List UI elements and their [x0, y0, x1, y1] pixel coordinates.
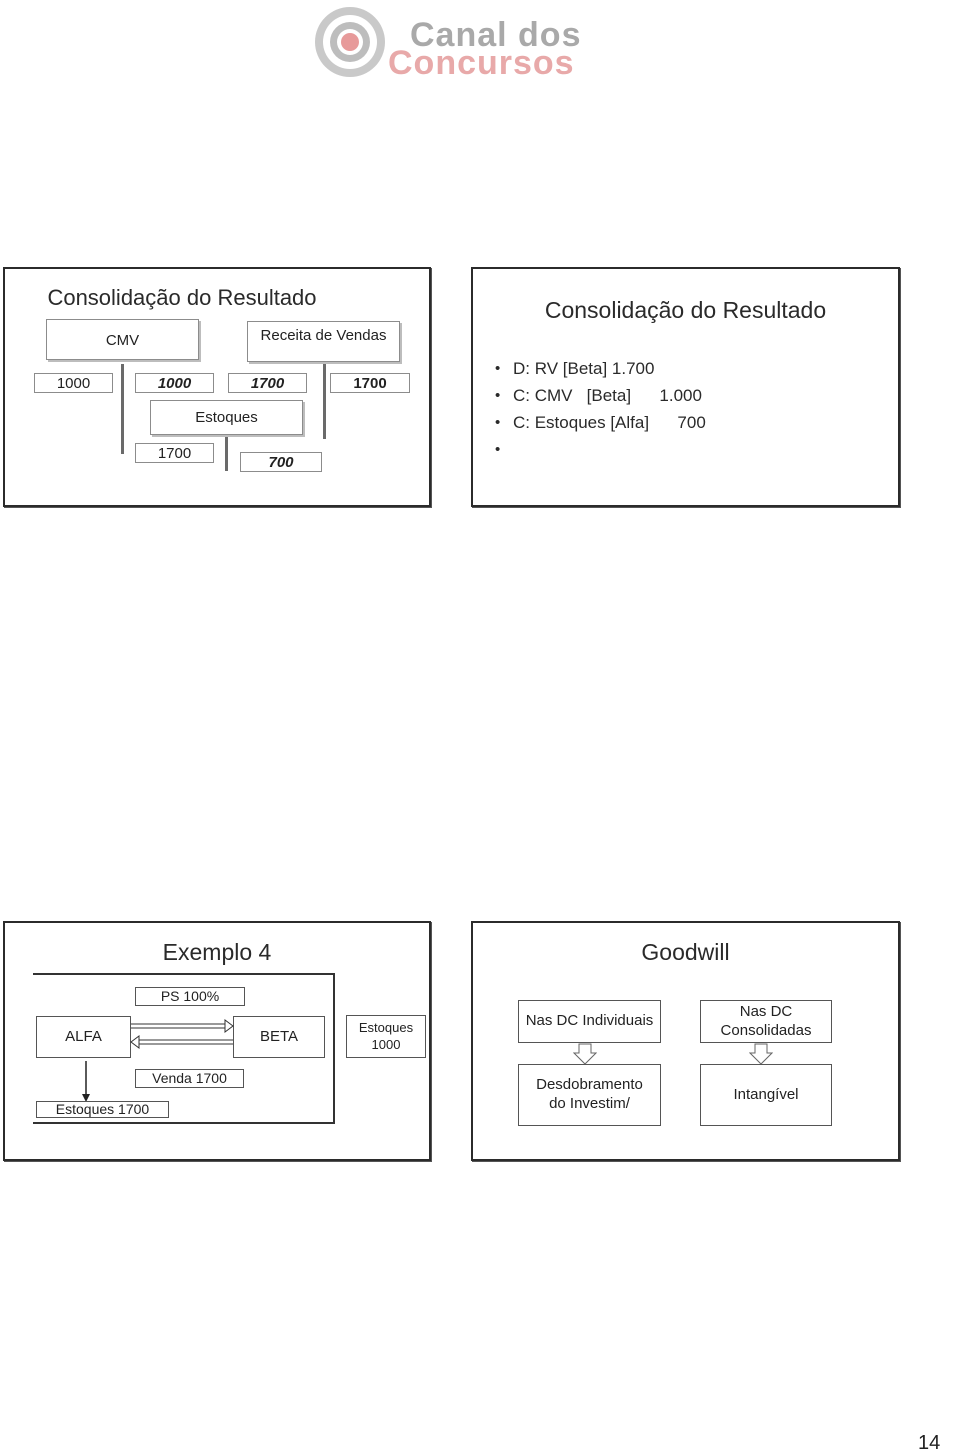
entries-list: D: RV [Beta] 1.700 C: CMV [Beta] 1.000 C…	[495, 355, 706, 463]
venda-label: Venda 1700	[135, 1069, 244, 1088]
logo-target-icon	[315, 7, 385, 77]
estoques-beta-box: Estoques 1000	[346, 1015, 426, 1058]
estoques-account-stem	[225, 437, 228, 471]
logo-text-line2: Concursos	[388, 44, 575, 82]
rv-credit-value: 1700	[330, 373, 410, 393]
beta-box: BETA	[233, 1016, 325, 1058]
estoques-credit-value: 700	[240, 452, 322, 472]
box-dc-individuais: Nas DC Individuais	[518, 1000, 661, 1043]
rv-debit-value: 1700	[228, 373, 307, 393]
slide-title: Consolidação do Resultado	[544, 297, 827, 323]
cmv-credit-value: 1000	[135, 373, 214, 393]
estoques-account-header: Estoques	[150, 400, 303, 435]
entry-credit-cmv: C: CMV [Beta] 1.000	[495, 382, 706, 409]
slide-goodwill: Goodwill Nas DC Individuais Nas DC Conso…	[471, 921, 900, 1161]
rv-account-stem	[323, 364, 326, 439]
relationship-arrows	[82, 1019, 234, 1102]
entry-empty	[495, 436, 706, 463]
cmv-account-stem	[121, 364, 124, 454]
slide-exemplo-4: Exemplo 4 PS 100% ALFA BETA Estoques 100…	[3, 921, 431, 1161]
ps-label: PS 100%	[135, 987, 245, 1006]
box-desdobramento: Desdobramento do Investim/	[518, 1064, 661, 1126]
logo-text-line1: Canal dos	[410, 16, 582, 54]
alfa-box: ALFA	[36, 1016, 131, 1058]
group-outline	[33, 973, 335, 1124]
down-arrow-icon	[573, 1043, 597, 1065]
box-intangivel: Intangível	[700, 1064, 832, 1126]
logo: Canal dos Concursos	[312, 4, 602, 84]
slide-consolidacao-lancamentos: Consolidação do Resultado D: RV [Beta] 1…	[471, 267, 900, 507]
rv-account-header: Receita de Vendas	[247, 321, 400, 362]
slide-title: Exemplo 4	[162, 939, 272, 965]
estoques-alfa-label: Estoques 1700	[36, 1101, 169, 1118]
slide-consolidacao-t-accounts: Consolidação do Resultado CMV 1000 1000 …	[3, 267, 431, 507]
slide-title: Goodwill	[641, 939, 730, 965]
entry-debit-rv: D: RV [Beta] 1.700	[495, 355, 706, 382]
box-dc-consolidadas: Nas DC Consolidadas	[700, 1000, 832, 1043]
estoques-debit-value: 1700	[135, 443, 214, 463]
down-arrow-icon	[749, 1043, 773, 1065]
slide-title: Consolidação do Resultado	[47, 285, 317, 310]
cmv-debit-value: 1000	[34, 373, 113, 393]
page-number: 14	[918, 1432, 941, 1454]
entry-credit-estoques: C: Estoques [Alfa] 700	[495, 409, 706, 436]
cmv-account-header: CMV	[46, 319, 199, 360]
